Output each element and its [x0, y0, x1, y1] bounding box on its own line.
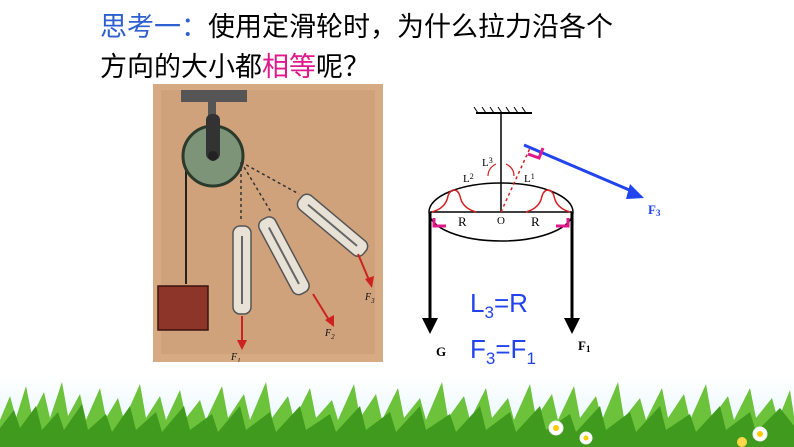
question-title: 思考一：使用定滑轮时，为什么拉力沿各个 方向的大小都相等呢？: [100, 8, 613, 88]
pulley-hook: [208, 102, 216, 120]
label-l1: L1: [524, 172, 535, 185]
arrow-g: [422, 318, 438, 334]
flower-icon: [548, 420, 768, 447]
photo-label-f3: F3: [364, 292, 375, 305]
right-angle-f3: [527, 147, 545, 160]
title-line-2: 方向的大小都相等呢？: [100, 48, 613, 88]
pulley-axle: [208, 151, 218, 161]
rope-2: [240, 161, 272, 213]
brace-l3: [487, 163, 515, 177]
spring-scale-3: [296, 193, 369, 258]
force-arrow-2: [312, 293, 330, 321]
label-g: G: [436, 344, 446, 359]
title-line1-text: 使用定滑轮时，为什么拉力沿各个: [208, 12, 613, 43]
title-line2-end: 呢？: [316, 52, 370, 83]
formula-l3-r: L3=R: [470, 288, 528, 323]
photo-label-f2: F2: [324, 328, 335, 341]
label-r-right: R: [531, 214, 540, 229]
pulley-frame: [206, 114, 220, 160]
right-angle-right: [556, 218, 570, 228]
arrow-f1: [564, 318, 580, 334]
label-r-left: R: [458, 214, 467, 229]
photo-label-f1: F1: [230, 352, 241, 362]
right-angle-left: [432, 218, 446, 228]
arrow-f3: [626, 184, 644, 199]
title-highlight: 相等: [262, 52, 316, 83]
label-l3: L3: [482, 156, 493, 169]
label-l2: L2: [463, 172, 474, 185]
title-line-1: 思考一：使用定滑轮时，为什么拉力沿各个: [100, 8, 613, 48]
title-label: 思考一：: [100, 12, 208, 43]
grass-decoration: [0, 376, 794, 447]
ceiling-bar: [181, 90, 247, 102]
hanging-weight: [157, 285, 209, 331]
rope-3: [240, 161, 300, 195]
formula-f3-f1: F3=F1: [470, 334, 536, 369]
force-arrow-3: [357, 253, 370, 281]
label-f1: F1: [578, 338, 591, 354]
label-center-o: O: [497, 215, 505, 227]
label-f3: F3: [648, 202, 661, 218]
brace-l2: [431, 189, 477, 213]
pulley-photo: F1 F2 F3: [153, 84, 383, 362]
brace-l1: [525, 189, 571, 213]
title-line2-text: 方向的大小都: [100, 52, 262, 83]
pulley-photo-drawing: F1 F2 F3: [157, 90, 375, 362]
spring-scale-2: [257, 216, 310, 296]
